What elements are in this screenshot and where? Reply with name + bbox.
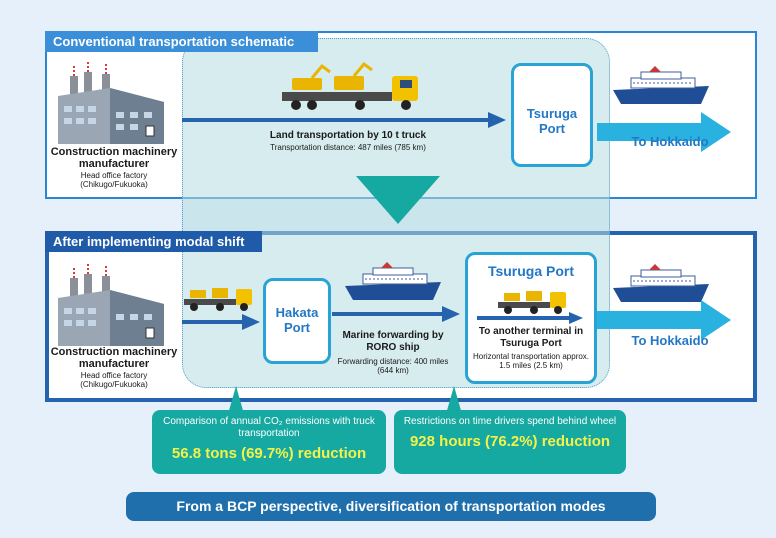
modal-shift-title: After implementing modal shift: [45, 231, 262, 252]
destination-label: To Hokkaido: [631, 134, 709, 149]
hours-callout: Restrictions on time drivers spend behin…: [394, 410, 626, 474]
origin-sub: Head office factory (Chikugo/Fukuoka): [80, 371, 148, 389]
bcp-banner: From a BCP perspective, diversification …: [126, 492, 656, 521]
conventional-title: Conventional transportation schematic: [45, 31, 318, 52]
hours-value: 928 hours (76.2%) reduction: [409, 433, 611, 450]
factory-to-hakata-arrow-icon: [182, 314, 260, 330]
callout-pointer: [446, 386, 462, 414]
hokkaido-arrow-icon: [597, 300, 731, 340]
truck-icon: [282, 61, 418, 110]
transition-arrow-icon: [356, 176, 440, 224]
transfer-distance: Horizontal transportation approx. 1.5 mi…: [472, 352, 590, 370]
transfer-label: To another terminal in Tsuruga Port: [478, 326, 584, 349]
ship-icon: [345, 262, 441, 300]
truck-icon: [498, 291, 566, 314]
hours-label: Restrictions on time drivers spend behin…: [403, 416, 617, 427]
sea-route-arrow-icon: [332, 306, 460, 322]
sea-route-label: Marine forwarding by RORO ship: [342, 330, 444, 353]
sea-route-distance: Forwarding distance: 400 miles (644 km): [337, 357, 449, 375]
destination-label: To Hokkaido: [631, 333, 709, 348]
ship-icon: [613, 66, 709, 104]
tsuruga-port-title: Tsuruga Port: [487, 263, 575, 279]
origin-sub: Head office factory (Chikugo/Fukuoka): [80, 171, 148, 189]
tsuruga-port-box: Tsuruga Port: [511, 63, 593, 167]
hokkaido-arrow-icon: [597, 112, 731, 152]
land-route-arrow-icon: [182, 112, 506, 128]
hakata-port-box: Hakata Port: [263, 278, 331, 364]
origin-name: Construction machinery manufacturer: [50, 346, 178, 370]
truck-icon: [184, 288, 252, 311]
factory-icon: [58, 62, 164, 144]
co2-value: 56.8 tons (69.7%) reduction: [171, 445, 367, 462]
land-route-distance: Transportation distance: 487 miles (785 …: [270, 143, 426, 152]
terminal-transfer-arrow-icon: [477, 312, 583, 324]
co2-label: Comparison of annual CO₂ emissions with …: [163, 416, 375, 439]
co2-callout: Comparison of annual CO₂ emissions with …: [152, 410, 386, 474]
factory-icon: [58, 264, 164, 346]
land-route-label: Land transportation by 10 t truck: [269, 130, 427, 141]
origin-name: Construction machinery manufacturer: [50, 146, 178, 170]
ship-icon: [613, 264, 709, 302]
callout-pointer: [228, 386, 244, 414]
